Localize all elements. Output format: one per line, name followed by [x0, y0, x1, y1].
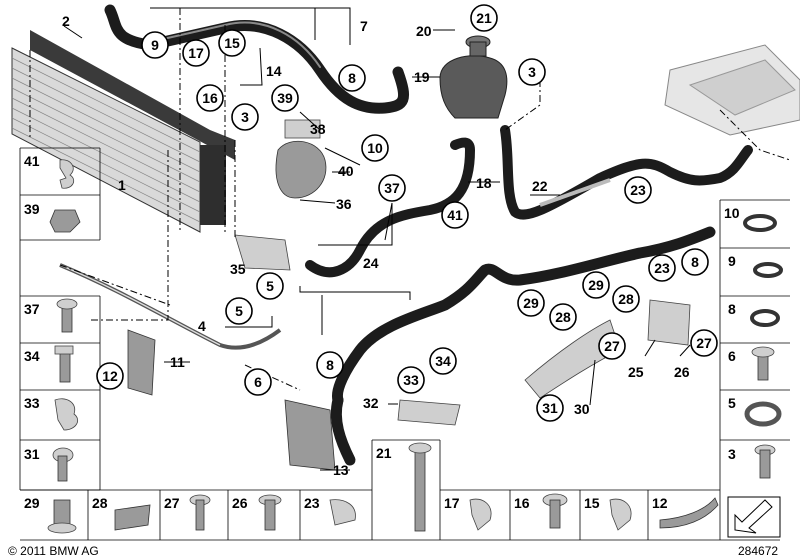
label-7: 7 [360, 18, 368, 34]
radiator [11, 30, 235, 233]
right-label-0: 10 [724, 205, 740, 221]
label-9: 9 [151, 37, 159, 53]
label-1: 1 [118, 177, 126, 193]
bottom-label-6: 17 [444, 495, 460, 511]
label-5-left: 5 [235, 303, 243, 319]
label-31-center: 31 [542, 400, 558, 416]
right-label-2: 8 [728, 301, 736, 317]
bottom-label-5: 21 [376, 445, 392, 461]
label-27-right: 27 [696, 335, 712, 351]
right-label-3: 6 [728, 348, 736, 364]
left-label-5: 31 [24, 446, 40, 462]
label-16: 16 [202, 90, 218, 106]
label-18: 18 [476, 175, 492, 191]
label-32: 32 [363, 395, 379, 411]
label-38: 38 [310, 121, 326, 137]
bracket-26 [647, 299, 691, 346]
label-3-center: 3 [241, 109, 249, 125]
left-label-0: 41 [24, 153, 40, 169]
right-label-4: 5 [728, 395, 736, 411]
label-29-right: 29 [588, 277, 604, 293]
copyright: © 2011 BMW AG [8, 544, 99, 558]
left-label-1: 39 [24, 201, 40, 217]
label-27-center: 27 [604, 338, 620, 354]
label-39: 39 [277, 90, 293, 106]
label-28-center: 28 [555, 309, 571, 325]
label-28-right: 28 [618, 291, 634, 307]
label-29-center: 29 [523, 295, 539, 311]
label-4: 4 [198, 318, 206, 334]
bottom-label-1: 28 [92, 495, 108, 511]
label-11: 11 [170, 354, 185, 370]
label-35: 35 [230, 261, 246, 277]
label-23-mid: 23 [654, 260, 670, 276]
right-parts-panel [719, 199, 790, 490]
bottom-label-8: 15 [584, 495, 600, 511]
label-19: 19 [414, 69, 430, 85]
label-25: 25 [628, 364, 644, 380]
label-10: 10 [367, 140, 383, 156]
label-20: 20 [416, 23, 432, 39]
bottom-label-0: 29 [24, 495, 40, 511]
label-30: 30 [574, 401, 590, 417]
expansion-tank [439, 35, 508, 119]
bracket-30 [524, 319, 621, 399]
label-36: 36 [336, 196, 352, 212]
label-21-top: 21 [476, 10, 492, 26]
label-3-right: 3 [528, 64, 536, 80]
label-24: 24 [363, 255, 379, 271]
label-8-right: 8 [691, 254, 699, 270]
bottom-label-2: 27 [164, 495, 180, 511]
label-37: 37 [384, 180, 400, 196]
label-12-center: 12 [102, 368, 118, 384]
bottom-label-3: 26 [232, 495, 248, 511]
panel-labels: 41 39 37 34 33 31 29 28 27 26 23 21 17 1… [24, 153, 740, 511]
left-label-4: 33 [24, 395, 40, 411]
label-41: 41 [447, 207, 463, 223]
label-8-top: 8 [348, 70, 356, 86]
callout-circles: 9 17 15 8 16 3 39 10 21 3 37 41 23 23 8 … [96, 4, 718, 422]
charge-air-cooler [664, 44, 800, 136]
bottom-label-4: 23 [304, 495, 320, 511]
label-22: 22 [532, 178, 548, 194]
label-14: 14 [266, 63, 282, 79]
right-label-1: 9 [728, 253, 736, 269]
left-label-3: 34 [24, 348, 40, 364]
label-5-center: 5 [266, 278, 274, 294]
electric-coolant-pump [275, 119, 327, 199]
label-6-center: 6 [254, 374, 262, 390]
label-34-center: 34 [435, 353, 451, 369]
label-23-top: 23 [630, 182, 646, 198]
plain-labels: 2 7 20 14 19 38 40 1 18 22 36 35 24 4 11… [62, 13, 690, 478]
label-15: 15 [224, 35, 240, 51]
left-parts-panel [19, 147, 101, 491]
left-label-2: 37 [24, 301, 40, 317]
bottom-parts-panel [20, 439, 781, 541]
label-26: 26 [674, 364, 690, 380]
label-13: 13 [333, 462, 349, 478]
bottom-label-7: 16 [514, 495, 530, 511]
holder-11 [127, 329, 156, 396]
bracket-13 [284, 399, 336, 471]
bracket-35 [234, 234, 291, 271]
diagram-number: 284672 [738, 544, 778, 558]
right-label-5: 3 [728, 446, 736, 462]
bracket-32 [397, 399, 461, 426]
label-17: 17 [188, 45, 204, 61]
label-8-center: 8 [326, 357, 334, 373]
label-33-center: 33 [403, 372, 419, 388]
label-2: 2 [62, 13, 70, 29]
label-40: 40 [338, 163, 354, 179]
bottom-label-9: 12 [652, 495, 668, 511]
